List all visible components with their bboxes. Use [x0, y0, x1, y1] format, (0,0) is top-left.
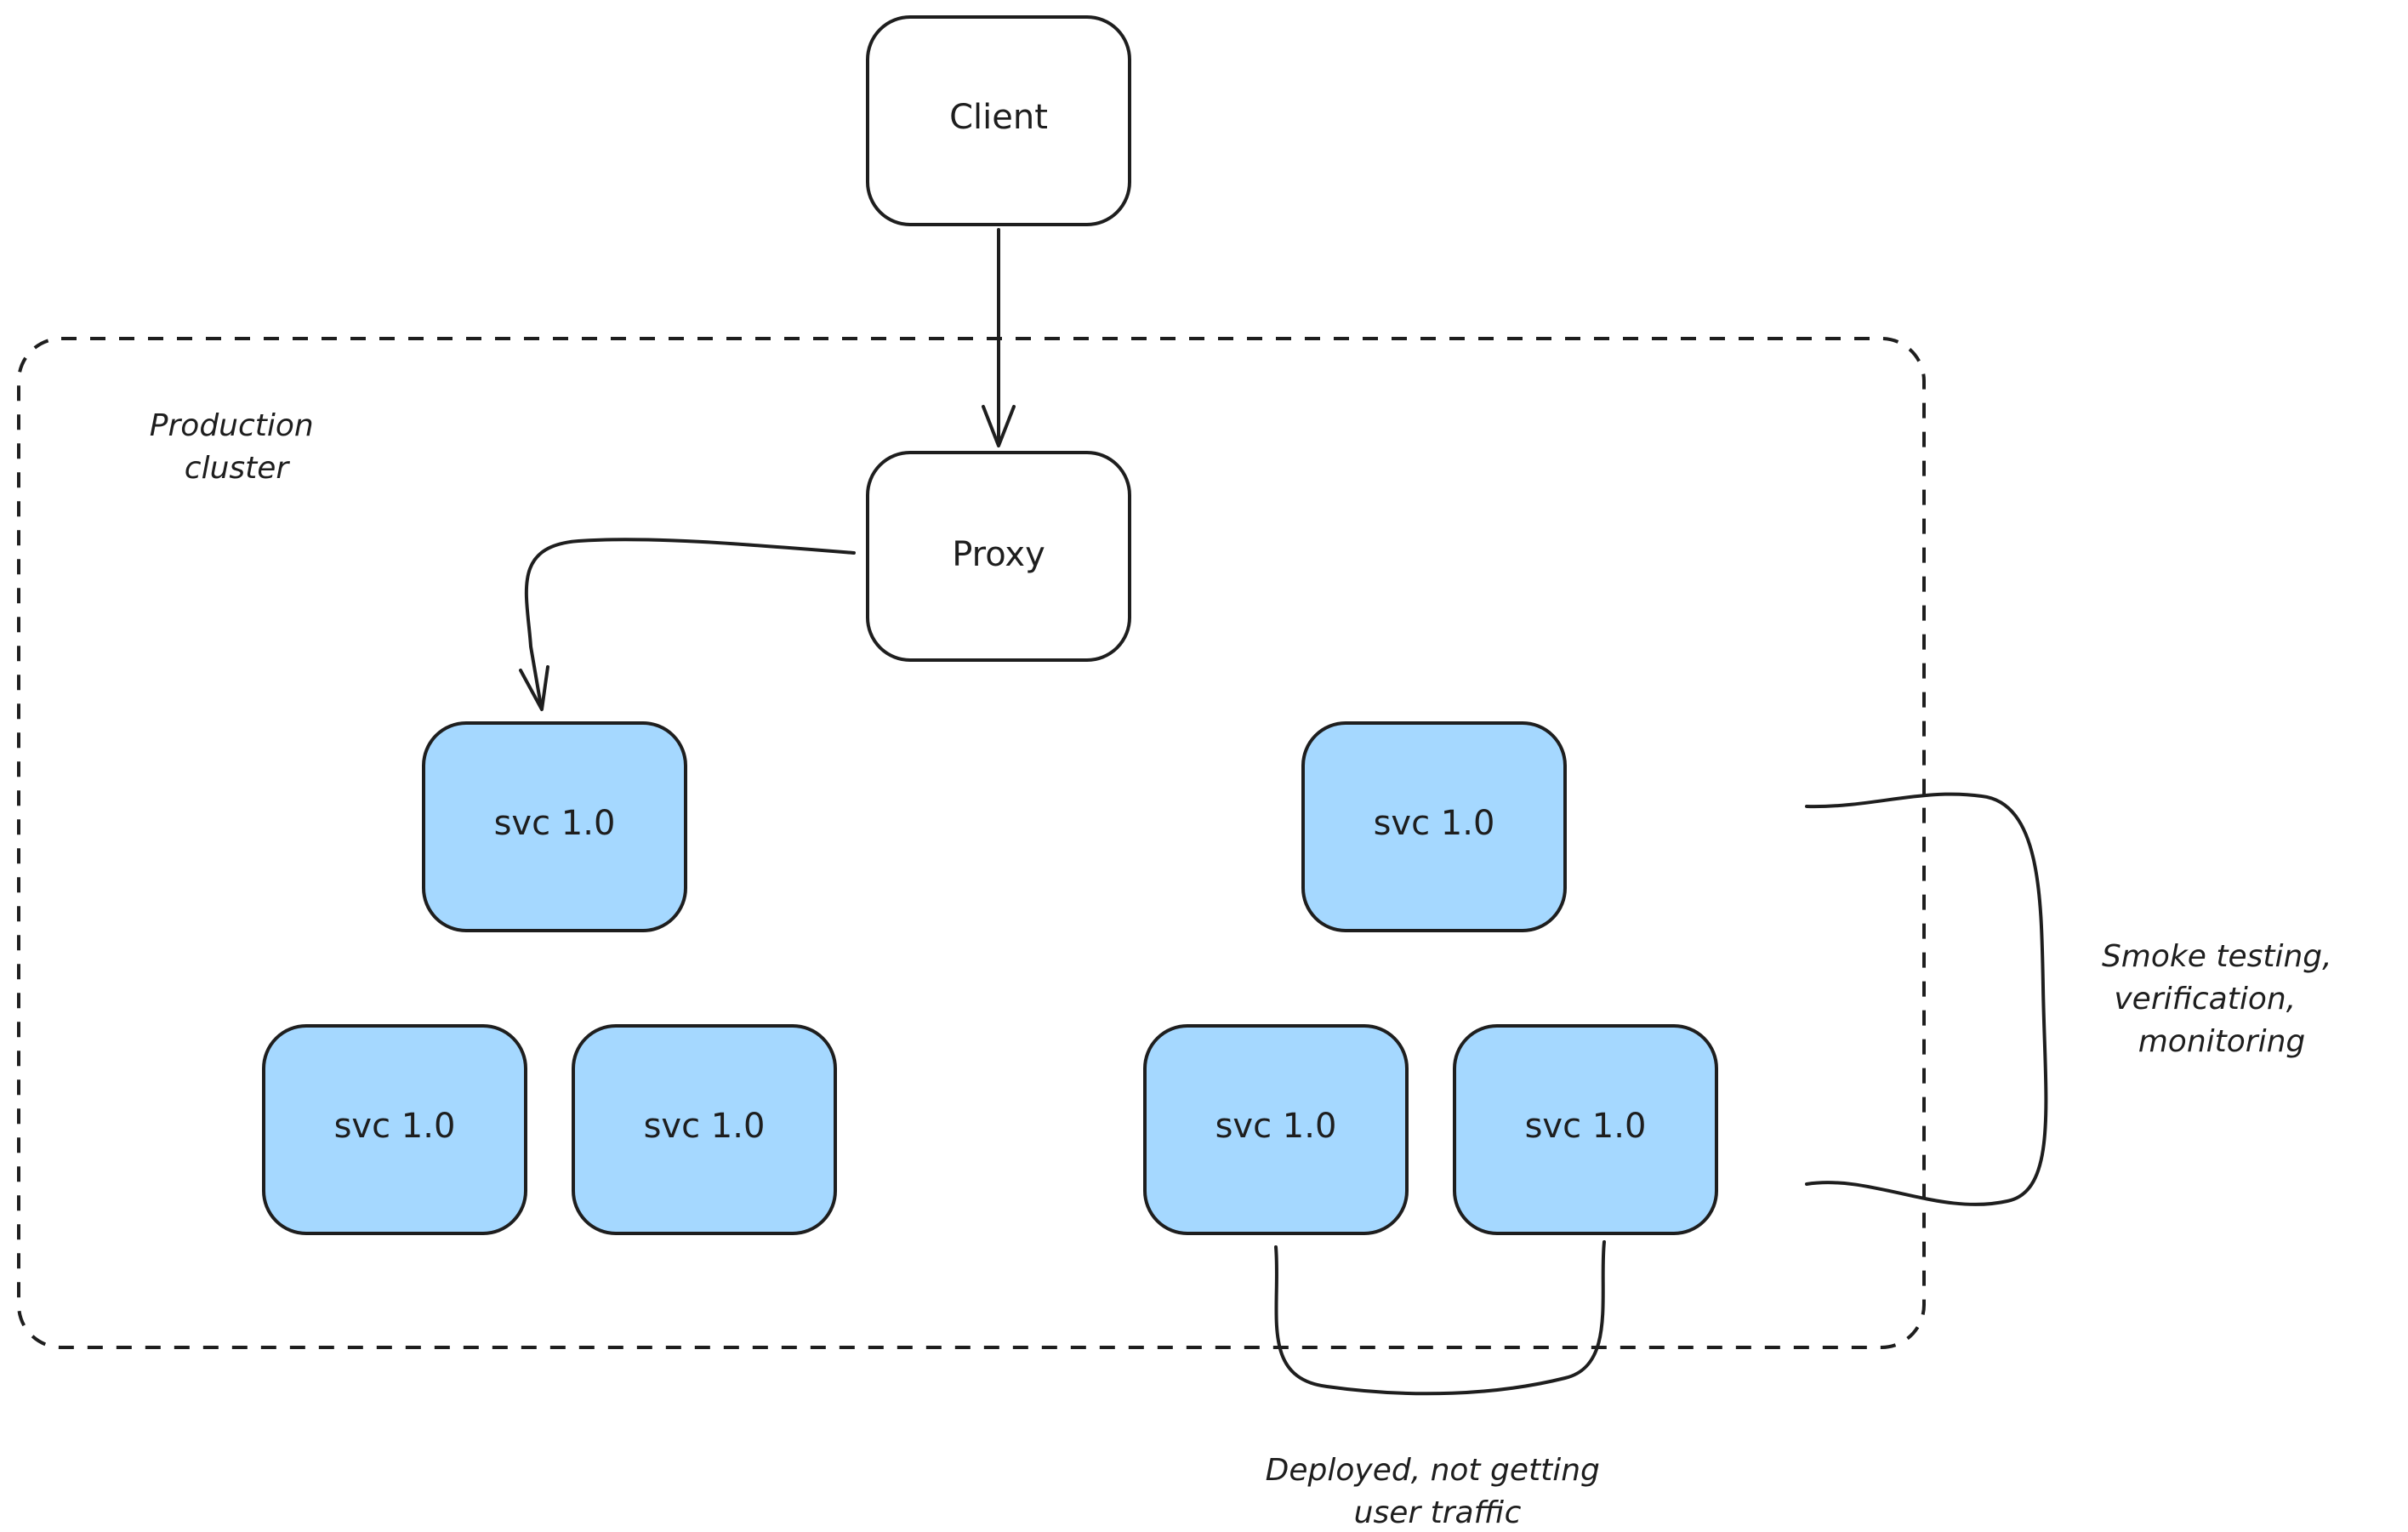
service-label: svc 1.0 [644, 1107, 766, 1146]
cluster-label-line2: cluster [185, 451, 291, 486]
client-label: Client [949, 98, 1048, 137]
deployed-line1: Deployed, not getting [1266, 1453, 1600, 1488]
client-node[interactable]: Client [866, 15, 1131, 226]
cluster-label-line1: Production [150, 408, 314, 443]
proxy-label: Proxy [952, 535, 1045, 574]
deployed-line2: user traffic [1354, 1495, 1522, 1530]
service-node-new-top[interactable]: svc 1.0 [1301, 721, 1567, 932]
service-node-new-bottom-right[interactable]: svc 1.0 [1453, 1024, 1718, 1235]
smoke-testing-brace [1805, 792, 2048, 1206]
service-node-new-bottom-left[interactable]: svc 1.0 [1143, 1024, 1409, 1235]
service-label: svc 1.0 [334, 1107, 456, 1146]
smoke-line2: verification, [2114, 982, 2296, 1017]
service-label: svc 1.0 [1525, 1107, 1647, 1146]
service-label: svc 1.0 [494, 804, 616, 843]
smoke-line1: Smoke testing, [2102, 939, 2332, 974]
proxy-node[interactable]: Proxy [866, 451, 1131, 662]
deployed-brace [1274, 1240, 1606, 1396]
service-node-active-bottom-right[interactable]: svc 1.0 [572, 1024, 837, 1235]
client-to-proxy-arrow [982, 228, 1016, 447]
smoke-line3: monitoring [2138, 1024, 2306, 1059]
service-node-active-top[interactable]: svc 1.0 [422, 721, 687, 932]
deployed-annotation: Deployed, not getting user traffic [1266, 1453, 1610, 1530]
production-cluster-boundary [17, 337, 1926, 1349]
proxy-to-service-arrow [519, 538, 856, 711]
service-label: svc 1.0 [1215, 1107, 1337, 1146]
smoke-testing-annotation: Smoke testing, verification, monitoring [2102, 939, 2342, 1059]
service-label: svc 1.0 [1374, 804, 1495, 843]
service-node-active-bottom-left[interactable]: svc 1.0 [262, 1024, 527, 1235]
cluster-label: Production cluster [150, 408, 323, 486]
